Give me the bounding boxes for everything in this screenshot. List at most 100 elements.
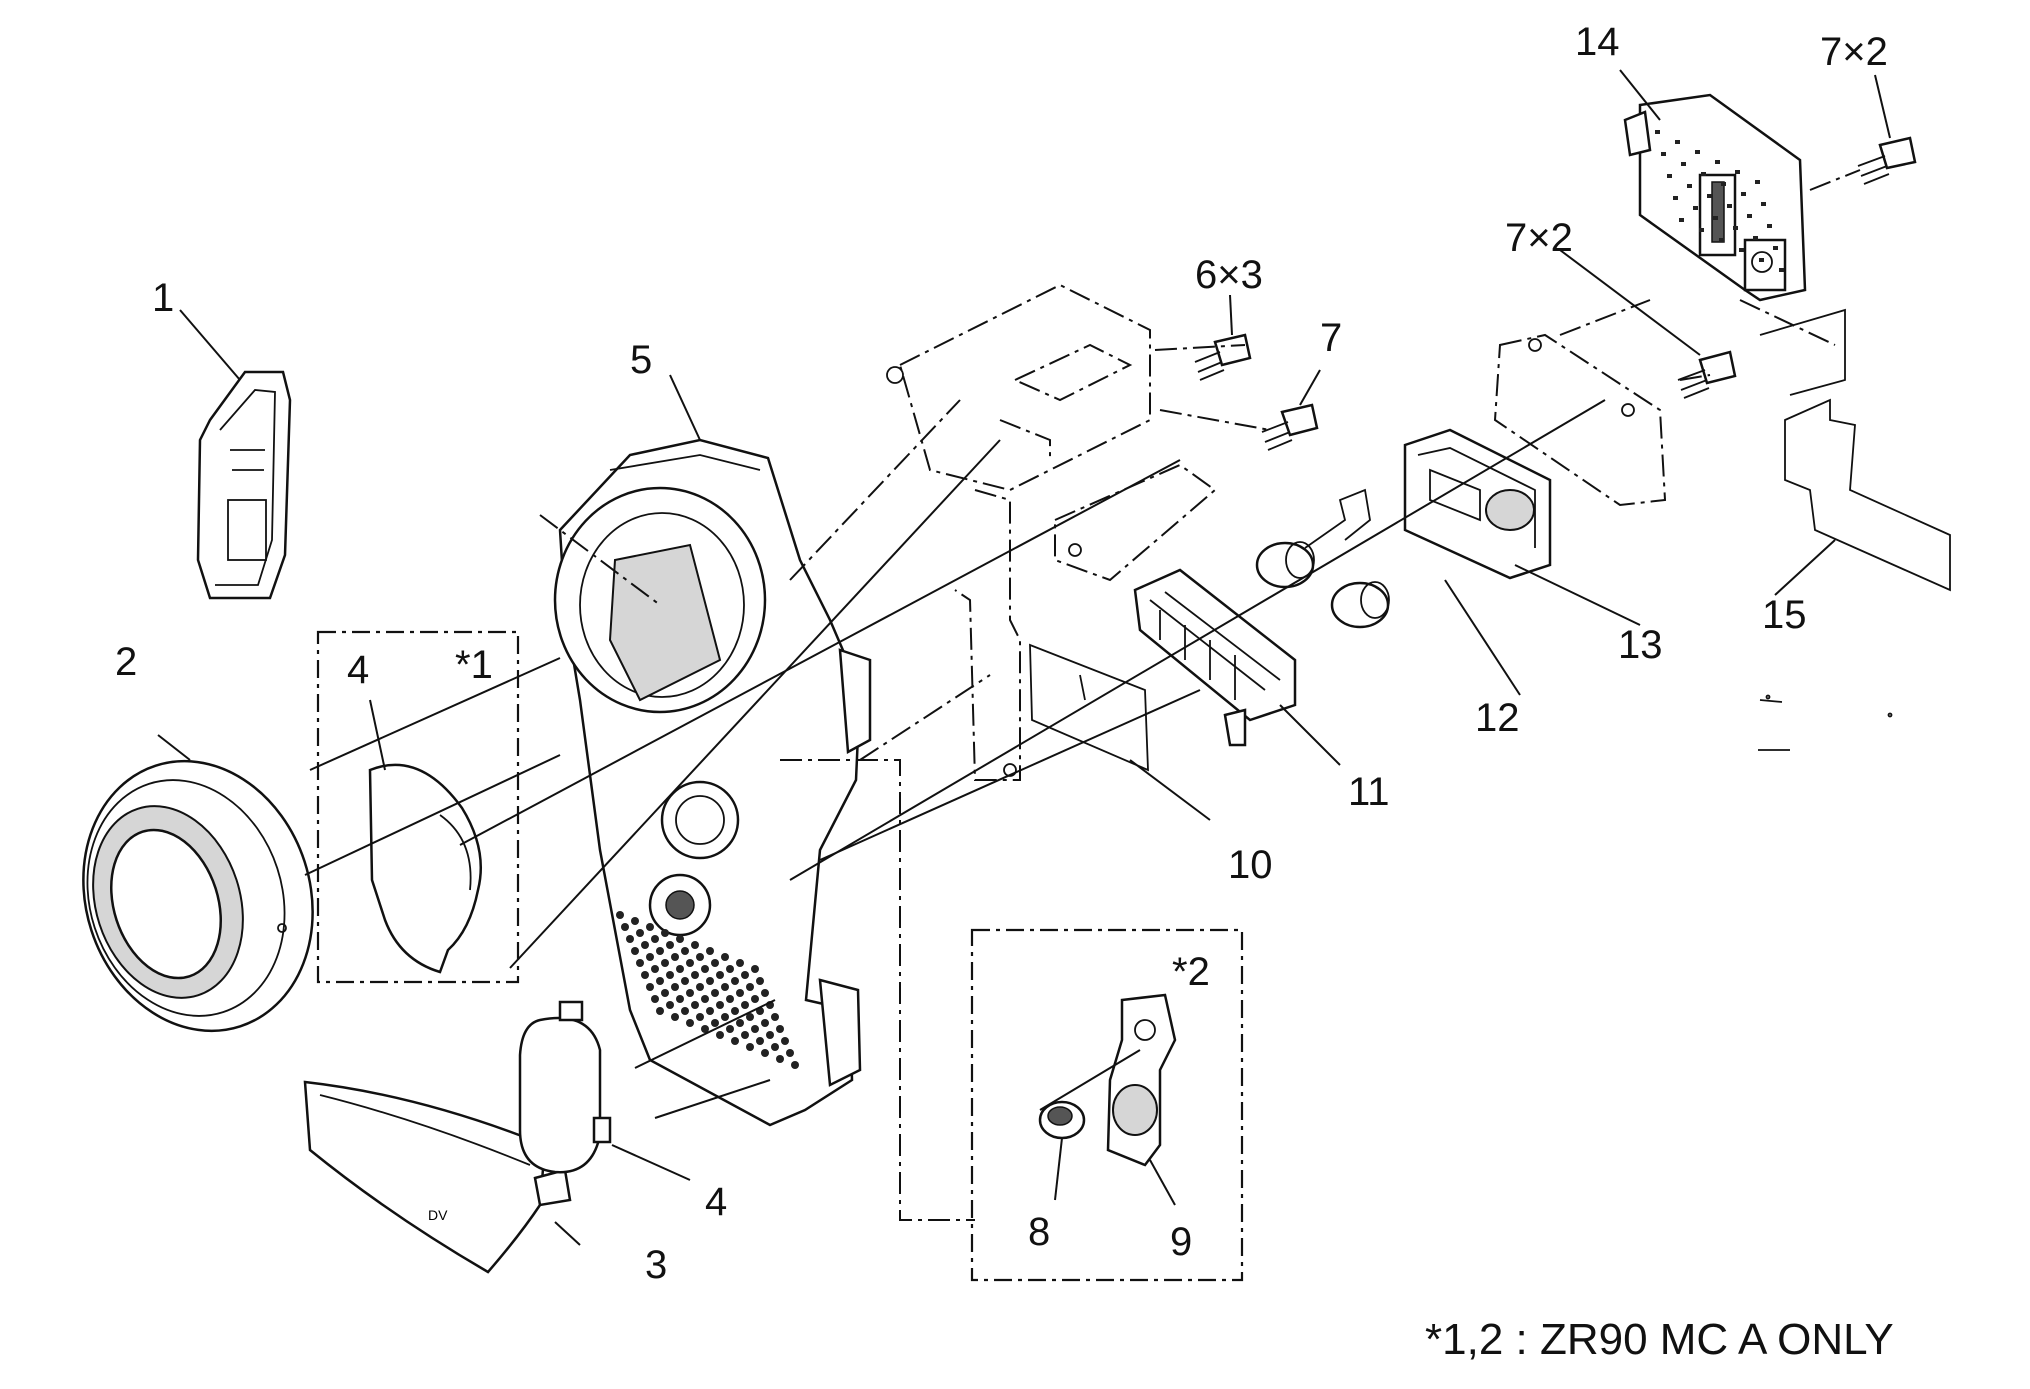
screw-7-top bbox=[1857, 136, 1917, 185]
grille-hole bbox=[696, 983, 704, 991]
grille-hole bbox=[651, 965, 659, 973]
grille-hole bbox=[646, 923, 654, 931]
grille-hole bbox=[776, 1025, 784, 1033]
grille-hole bbox=[616, 911, 624, 919]
callout-7-rear: 7×2 bbox=[1505, 216, 1573, 260]
grille-hole bbox=[676, 965, 684, 973]
pcb-component bbox=[1741, 192, 1746, 196]
callout-4-upper: 4 bbox=[347, 648, 370, 692]
grille-hole bbox=[721, 983, 729, 991]
grille-hole bbox=[671, 983, 679, 991]
callout-5: 5 bbox=[630, 338, 653, 382]
grille-hole bbox=[681, 977, 689, 985]
grille-hole bbox=[671, 1013, 679, 1021]
grille-hole bbox=[661, 929, 669, 937]
grille-hole bbox=[666, 1001, 674, 1009]
group-box-2 bbox=[970, 928, 1244, 1282]
pcb-component bbox=[1655, 130, 1660, 134]
pcb-component bbox=[1661, 152, 1666, 156]
grille-hole bbox=[761, 989, 769, 997]
grille-hole bbox=[691, 1001, 699, 1009]
grille-hole bbox=[731, 1007, 739, 1015]
grille-hole bbox=[771, 1013, 779, 1021]
grille-hole bbox=[741, 1031, 749, 1039]
pcb-component bbox=[1753, 236, 1758, 240]
callout-4-lower: 4 bbox=[705, 1180, 728, 1224]
pcb-component bbox=[1687, 184, 1692, 188]
grille-hole bbox=[716, 1001, 724, 1009]
grille-hole bbox=[781, 1037, 789, 1045]
pcb-component bbox=[1761, 202, 1766, 206]
callout-1: 1 bbox=[152, 276, 175, 320]
grille-hole bbox=[651, 935, 659, 943]
rear-bracket bbox=[1493, 333, 1667, 507]
grille-hole bbox=[656, 977, 664, 985]
grille-hole bbox=[761, 1049, 769, 1057]
pcb-component bbox=[1759, 258, 1764, 262]
grille-hole bbox=[661, 989, 669, 997]
grille-hole bbox=[676, 935, 684, 943]
grille-hole bbox=[686, 959, 694, 967]
grille-hole bbox=[751, 965, 759, 973]
grille-hole bbox=[751, 995, 759, 1003]
grille-hole bbox=[736, 989, 744, 997]
group-label-2: *2 bbox=[1172, 950, 1210, 994]
pcb-component bbox=[1721, 182, 1726, 186]
callout-6: 6×3 bbox=[1195, 253, 1263, 297]
pcb-component bbox=[1667, 174, 1672, 178]
grille-hole bbox=[726, 995, 734, 1003]
grille-hole bbox=[786, 1049, 794, 1057]
callout-7: 7 bbox=[1320, 316, 1343, 360]
callout-11: 11 bbox=[1348, 770, 1390, 814]
grille-hole bbox=[701, 965, 709, 973]
grille-hole bbox=[751, 1025, 759, 1033]
grille-hole bbox=[736, 1019, 744, 1027]
callout-15: 15 bbox=[1762, 593, 1807, 637]
grille-hole bbox=[656, 1007, 664, 1015]
callout-12: 12 bbox=[1475, 696, 1520, 740]
pcb-component bbox=[1693, 206, 1698, 210]
part-1-grip-cover bbox=[196, 370, 292, 600]
grille-hole bbox=[706, 947, 714, 955]
grille-hole bbox=[621, 923, 629, 931]
grille-hole bbox=[716, 971, 724, 979]
callout-3: 3 bbox=[645, 1243, 668, 1287]
grille-hole bbox=[691, 971, 699, 979]
pcb-component bbox=[1733, 226, 1738, 230]
pcb-component bbox=[1719, 238, 1724, 242]
grille-hole bbox=[741, 1001, 749, 1009]
pcb-component bbox=[1707, 194, 1712, 198]
stray-mark bbox=[1759, 699, 1783, 703]
part-14-circuit-board bbox=[1623, 93, 1807, 302]
grille-hole bbox=[756, 1037, 764, 1045]
grille-hole bbox=[756, 977, 764, 985]
grille-hole bbox=[641, 941, 649, 949]
pcb-component bbox=[1713, 216, 1718, 220]
callout-8: 8 bbox=[1028, 1210, 1051, 1254]
grille-hole bbox=[746, 1013, 754, 1021]
grille-hole bbox=[686, 1019, 694, 1027]
grille-hole bbox=[736, 959, 744, 967]
model-footnote: *1,2 : ZR90 MC A ONLY bbox=[1425, 1315, 1894, 1364]
grille-hole bbox=[626, 935, 634, 943]
pcb-component bbox=[1675, 140, 1680, 144]
grille-hole bbox=[681, 1007, 689, 1015]
part-13-holder bbox=[1403, 428, 1552, 580]
grille-hole bbox=[711, 959, 719, 967]
pcb-component bbox=[1673, 196, 1678, 200]
pcb-component bbox=[1747, 214, 1752, 218]
screw-7 bbox=[1261, 403, 1319, 451]
part-8-switch bbox=[1038, 1100, 1086, 1140]
grille-hole bbox=[771, 1043, 779, 1051]
part-9-mount-plate bbox=[1106, 993, 1177, 1167]
grille-hole bbox=[776, 1055, 784, 1063]
part-11-speaker-bracket bbox=[1133, 568, 1297, 747]
grille-hole bbox=[666, 941, 674, 949]
pcb-component bbox=[1739, 248, 1744, 252]
part-14-components bbox=[1655, 130, 1784, 272]
pcb-component bbox=[1695, 150, 1700, 154]
pcb-component bbox=[1699, 228, 1704, 232]
grille-hole bbox=[631, 947, 639, 955]
grille-hole bbox=[706, 1007, 714, 1015]
